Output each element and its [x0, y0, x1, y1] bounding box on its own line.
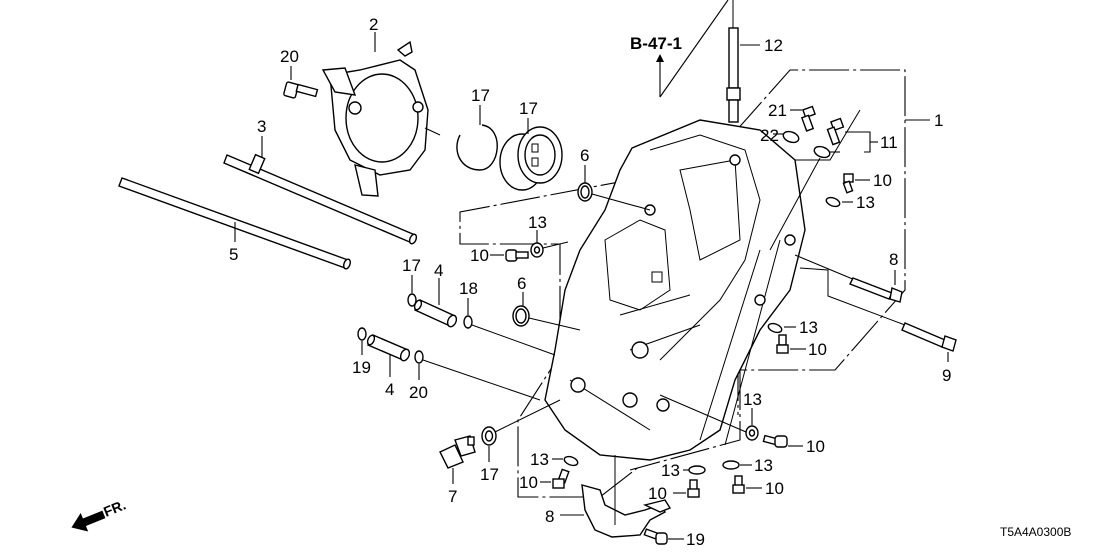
callout-4-lower[interactable]: 4 — [385, 380, 394, 399]
callout-11[interactable]: 11 — [880, 133, 898, 152]
callout-13-lower-right[interactable]: 13 — [743, 390, 762, 409]
washer-13-left[interactable] — [530, 242, 544, 258]
callout-13-left[interactable]: 13 — [528, 213, 547, 232]
callout-5[interactable]: 5 — [229, 245, 238, 264]
pipe-5[interactable] — [118, 177, 352, 270]
callout-13-mid-right[interactable]: 13 — [799, 318, 818, 337]
bolt-10-mid-right[interactable] — [776, 334, 789, 354]
dowel-pin-upper[interactable] — [413, 299, 458, 328]
callout-10-left[interactable]: 10 — [470, 246, 489, 265]
callout-3[interactable]: 3 — [257, 117, 266, 136]
callout-17-d[interactable]: 20 — [409, 383, 428, 402]
callout-13-bottom-right[interactable]: 13 — [754, 456, 773, 475]
callout-18[interactable]: 19 — [686, 530, 705, 549]
direction-label: FR. — [101, 496, 128, 519]
stud-bolt[interactable] — [726, 0, 741, 123]
washer-13-upper-right[interactable] — [825, 196, 841, 208]
bracket-8[interactable] — [581, 455, 672, 538]
callout-10-lower-right[interactable]: 10 — [806, 437, 825, 456]
callout-10-bottom-left[interactable]: 10 — [519, 473, 538, 492]
washer-13-lower-right[interactable] — [745, 425, 759, 441]
oil-seal-lower[interactable] — [512, 305, 530, 327]
callout-9-lower[interactable]: 9 — [942, 366, 951, 385]
callout-17-c[interactable]: 19 — [352, 358, 371, 377]
washer-21[interactable] — [782, 130, 800, 145]
group-outline-11 — [790, 109, 861, 161]
callout-10-bottom-center[interactable]: 10 — [648, 484, 667, 503]
bolt-10-bottom-center[interactable] — [687, 479, 700, 498]
dowel-pin-lower[interactable] — [366, 334, 411, 362]
callout-2[interactable]: 2 — [369, 15, 378, 34]
reference-arrow — [656, 0, 729, 98]
group-outline-lower — [629, 370, 741, 471]
callout-4-upper[interactable]: 4 — [434, 261, 443, 280]
callout-10-bottom-right[interactable]: 10 — [765, 479, 784, 498]
callout-6-lower[interactable]: 6 — [517, 274, 526, 293]
transmission-case[interactable] — [544, 119, 806, 461]
callout-8[interactable]: 8 — [545, 507, 554, 526]
callout-21[interactable]: 22 — [760, 126, 779, 145]
bolt-10-left[interactable] — [505, 249, 529, 262]
pipe-with-clip[interactable] — [223, 153, 418, 245]
long-bolt-upper[interactable] — [794, 254, 903, 303]
o-ring-17-b[interactable] — [463, 315, 473, 329]
snap-ring[interactable] — [456, 124, 498, 171]
reference-label[interactable]: B-47-1 — [630, 34, 682, 53]
bolt-18[interactable] — [643, 528, 668, 545]
front-direction-arrow-icon — [71, 510, 106, 532]
washer-13-mid-right[interactable] — [767, 322, 783, 334]
callout-13-bottom-center[interactable]: 13 — [661, 461, 680, 480]
bolt-10-bottom-left[interactable] — [552, 468, 570, 489]
o-ring-17-c[interactable] — [357, 327, 367, 341]
bolt-19[interactable] — [283, 81, 319, 99]
oil-seal-upper[interactable] — [577, 182, 593, 202]
callout-17-b[interactable]: 18 — [459, 279, 478, 298]
callout-10-mid-right[interactable]: 10 — [808, 340, 827, 359]
washer-13-bottom-right[interactable] — [722, 460, 740, 470]
callout-12[interactable]: 12 — [764, 36, 783, 55]
bolt-10-lower-right[interactable] — [762, 434, 788, 448]
washer-22[interactable] — [813, 145, 831, 160]
callout-13-bottom-left[interactable]: 13 — [530, 450, 549, 469]
callout-9-upper[interactable]: 8 — [889, 250, 898, 269]
baffle-plate[interactable] — [321, 40, 441, 197]
callout-13-upper-right[interactable]: 13 — [856, 193, 875, 212]
washer-13-bottom-center[interactable] — [688, 465, 706, 475]
callout-17-a[interactable]: 17 — [402, 256, 421, 275]
callout-10-upper-right[interactable]: 10 — [873, 171, 892, 190]
callout-20[interactable]: 21 — [768, 101, 787, 120]
callout-19[interactable]: 20 — [280, 47, 299, 66]
o-ring-17-a[interactable] — [407, 293, 417, 307]
bolt-20[interactable] — [800, 105, 816, 132]
bolt-11[interactable] — [826, 117, 845, 146]
callout-7[interactable]: 7 — [448, 487, 457, 506]
o-ring-17-d[interactable] — [414, 350, 424, 364]
bolt-10-bottom-right[interactable] — [732, 475, 745, 494]
callout-14[interactable]: 17 — [480, 465, 499, 484]
washer-13-bottom-left[interactable] — [563, 455, 579, 467]
long-bolt-lower[interactable] — [799, 267, 957, 352]
callout-6-upper[interactable]: 6 — [580, 146, 589, 165]
callout-15[interactable]: 17 — [471, 86, 490, 105]
diagram-code: T5A4A0300B — [1000, 525, 1071, 539]
callout-1[interactable]: 1 — [934, 111, 943, 130]
roller-bearing[interactable] — [499, 126, 563, 191]
callout-16[interactable]: 17 — [519, 99, 538, 118]
switch-7[interactable] — [439, 435, 476, 469]
washer-14[interactable] — [481, 426, 497, 446]
bolt-10-upper-right[interactable] — [842, 173, 854, 194]
